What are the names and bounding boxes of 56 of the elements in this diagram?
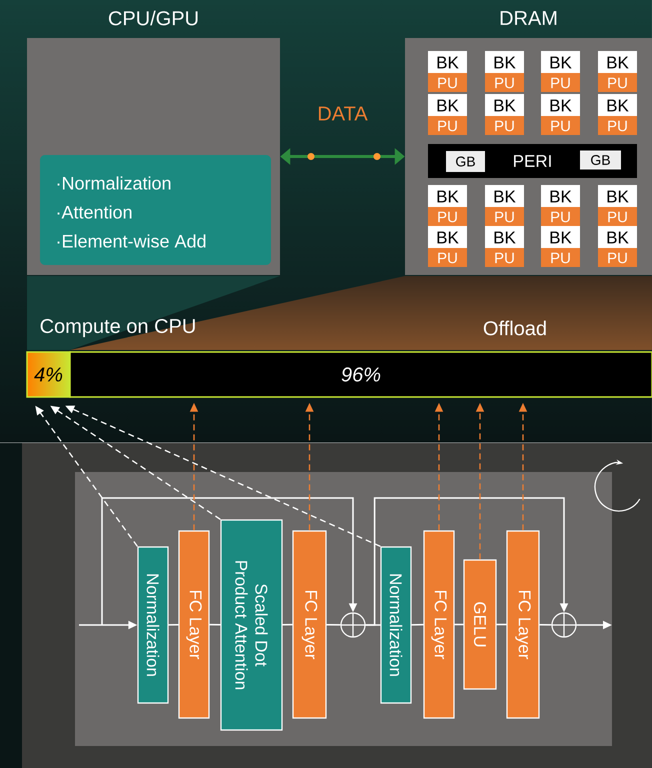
memory-cell: BK PU — [485, 94, 524, 135]
memory-cell: BK PU — [598, 185, 637, 226]
node-label: PU — [608, 252, 627, 264]
layer-box: FC Layer — [423, 530, 455, 719]
bar-segment: 96% — [69, 351, 652, 398]
arrow — [101, 497, 358, 625]
buffer-box: GB — [446, 151, 485, 172]
node-label: PU — [551, 120, 570, 132]
memory-cell: BK PU — [485, 185, 524, 226]
node-label: PU — [438, 252, 457, 264]
layer-box: Normalization — [137, 546, 169, 704]
node-label: PU — [438, 120, 457, 132]
memory-cell: BK PU — [598, 226, 637, 267]
memory-cell: BK PU — [428, 51, 467, 92]
node-label: PU — [495, 212, 514, 222]
memory-cell: BK PU — [598, 94, 637, 135]
list-item: ·Normalization — [58, 176, 170, 190]
node-label: PU — [608, 120, 627, 132]
node-label: PU — [438, 212, 457, 222]
memory-cell: BK PU — [541, 185, 580, 226]
buffer-box: GB — [580, 150, 621, 170]
node-label: PU — [551, 78, 570, 88]
memory-cell: BK PU — [485, 226, 524, 267]
node-label: PU — [608, 78, 627, 88]
node-label: PU — [495, 78, 514, 88]
node-label: PU — [495, 252, 514, 264]
node-label: PU — [495, 120, 514, 132]
memory-cell: BK PU — [485, 51, 524, 92]
memory-cell: BK PU — [541, 226, 580, 267]
box-heading: CPU/GPU — [108, 10, 198, 26]
memory-cell: BK PU — [428, 185, 467, 226]
add-circle — [551, 612, 577, 638]
arrow — [366, 497, 568, 626]
layer-box: GELU — [463, 559, 497, 690]
layer-box: Scaled Dot Product Attention — [220, 519, 283, 731]
bar-caption: Compute on CPU — [40, 318, 195, 338]
memory-cell: BK PU — [428, 226, 467, 267]
memory-cell: BK PU — [598, 51, 637, 92]
node-label: PU — [551, 212, 570, 222]
list-item: ·Attention — [58, 205, 132, 219]
node-label: PU — [551, 252, 570, 264]
memory-cell: BK PU — [541, 94, 580, 135]
memory-cell: BK PU — [428, 94, 467, 135]
add-circle — [340, 612, 366, 638]
box-heading: DRAM — [500, 11, 556, 25]
bar-caption: Offload — [484, 320, 546, 336]
edge-label: DATA — [318, 106, 368, 120]
list-item: ·Element-wise Add — [58, 234, 206, 248]
layer-box: FC Layer — [292, 530, 327, 719]
layer-box: FC Layer — [506, 530, 540, 719]
memory-cell: BK PU — [541, 51, 580, 92]
layer-box: Normalization — [380, 546, 412, 704]
node-label: PU — [438, 78, 457, 88]
layer-box: FC Layer — [178, 530, 210, 719]
node-label: PU — [608, 212, 627, 222]
bar-segment: 4% — [26, 351, 71, 398]
